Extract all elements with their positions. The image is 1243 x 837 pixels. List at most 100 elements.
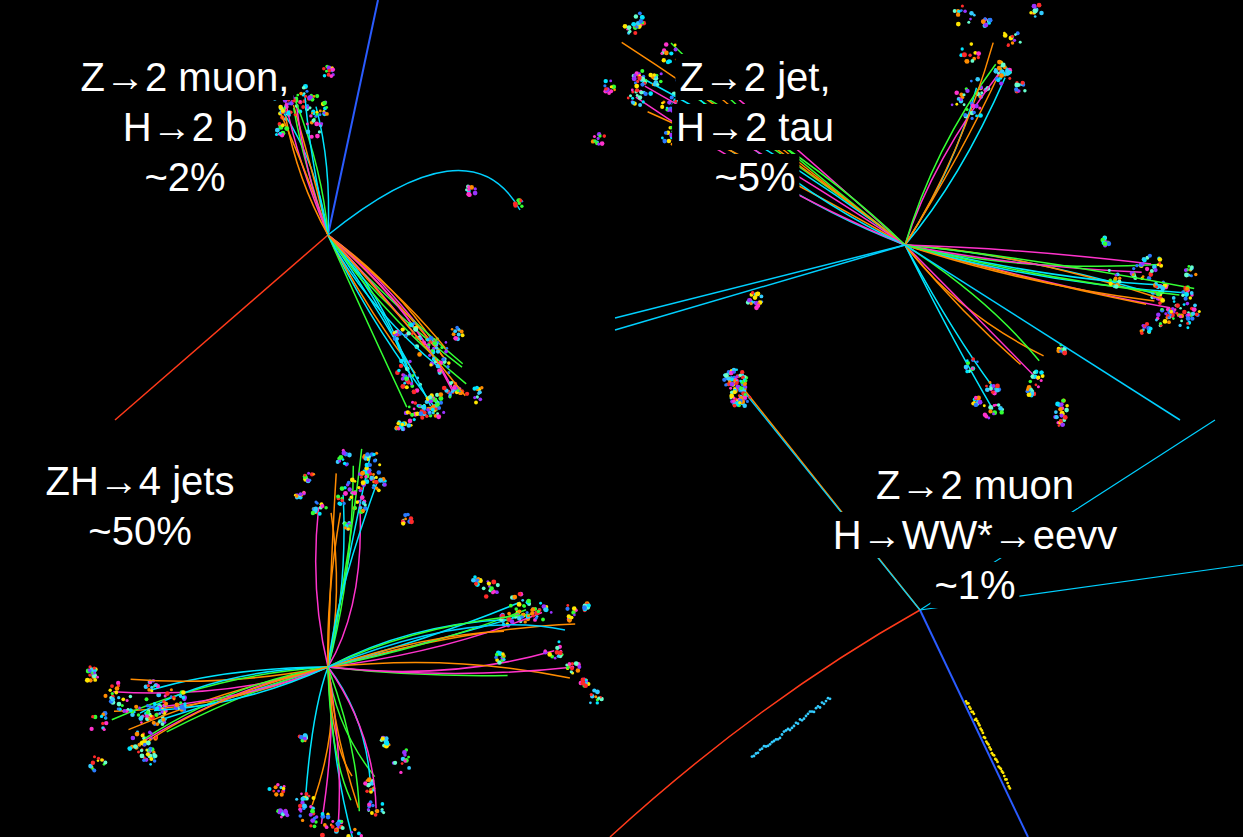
calorimeter-hit — [733, 390, 736, 393]
calorimeter-hit — [733, 376, 736, 379]
calorimeter-hit — [1173, 300, 1176, 303]
calorimeter-hit — [309, 95, 313, 99]
charged-track — [328, 625, 565, 667]
calorimeter-hit — [295, 798, 298, 801]
calorimeter-hit — [360, 495, 365, 500]
calorimeter-hit — [86, 669, 91, 674]
calorimeter-hit — [280, 816, 283, 819]
calorimeter-hit — [674, 47, 678, 51]
calorimeter-hit — [403, 759, 407, 763]
calorimeter-hit — [956, 22, 961, 27]
calorimeter-hit — [117, 696, 120, 699]
calorimeter-hit — [507, 612, 511, 616]
calorimeter-hit — [1143, 258, 1147, 262]
calorimeter-hit — [1170, 310, 1173, 313]
calorimeter-hit — [544, 649, 547, 652]
calorimeter-hit — [1117, 279, 1121, 283]
calorimeter-hit — [302, 492, 305, 495]
calorimeter-hit — [342, 451, 347, 456]
calorimeter-hit — [749, 302, 752, 305]
calorimeter-hit — [313, 817, 316, 820]
calorimeter-hit — [1034, 15, 1037, 18]
calorimeter-hit — [503, 658, 506, 661]
calorimeter-hit — [631, 97, 634, 100]
calorimeter-hit — [403, 373, 406, 376]
calorimeter-hit — [303, 737, 307, 741]
calorimeter-hit — [965, 370, 969, 374]
calorimeter-hit — [408, 406, 411, 409]
calorimeter-hit — [732, 371, 735, 374]
calorimeter-hit — [643, 92, 647, 96]
calorimeter-hit — [1157, 264, 1160, 267]
calorimeter-hit — [978, 400, 983, 405]
calorimeter-hit — [104, 721, 108, 725]
calorimeter-hit — [634, 84, 639, 89]
calorimeter-hit — [1186, 302, 1190, 306]
calorimeter-hit — [985, 387, 990, 392]
calorimeter-hit — [360, 471, 365, 476]
calorimeter-hit — [995, 77, 999, 81]
calorimeter-hit — [970, 367, 974, 371]
calorimeter-hit — [664, 131, 668, 135]
calorimeter-hit — [638, 11, 642, 15]
calorimeter-hit — [733, 379, 736, 382]
calorimeter-hit — [1103, 242, 1108, 247]
calorimeter-hit — [993, 404, 996, 407]
calorimeter-hit — [319, 109, 322, 112]
calorimeter-hit — [1055, 402, 1060, 407]
calorimeter-hit — [143, 743, 146, 746]
calorimeter-hit — [154, 736, 157, 739]
charged-track — [905, 245, 1187, 293]
calorimeter-hit — [1186, 326, 1189, 329]
calorimeter-hit — [730, 382, 735, 387]
calorimeter-hit — [543, 607, 547, 611]
charged-track — [905, 245, 1039, 361]
calorimeter-hit — [1033, 9, 1038, 14]
calorimeter-hit — [1039, 370, 1043, 374]
calorimeter-hit — [988, 409, 992, 413]
calorimeter-hit — [735, 375, 738, 378]
calorimeter-hit — [961, 47, 964, 50]
calorimeter-hit — [999, 81, 1003, 85]
calorimeter-hit — [539, 602, 542, 605]
charged-track — [305, 667, 328, 800]
calorimeter-hit — [164, 702, 168, 706]
calorimeter-hit — [322, 101, 326, 105]
calorimeter-hit — [999, 410, 1003, 414]
calorimeter-hit — [104, 716, 107, 719]
calorimeter-hit — [93, 672, 96, 675]
calorimeter-hit — [381, 737, 385, 741]
calorimeter-hit — [430, 362, 434, 366]
calorimeter-hit — [478, 390, 482, 394]
calorimeter-hit — [1058, 407, 1063, 412]
calorimeter-hit — [747, 298, 751, 302]
calorimeter-hit — [956, 9, 960, 13]
calorimeter-hit — [425, 337, 429, 341]
calorimeter-hit — [142, 758, 146, 762]
calorimeter-hit — [585, 679, 588, 682]
muon-track — [615, 245, 905, 330]
calorimeter-hit — [383, 483, 387, 487]
calorimeter-hit — [957, 97, 960, 100]
calorimeter-hit — [378, 478, 383, 483]
calorimeter-hit — [1189, 267, 1193, 271]
calorimeter-hit — [301, 105, 305, 109]
calorimeter-hit — [89, 727, 93, 731]
calorimeter-hit — [627, 25, 632, 30]
calorimeter-hit — [667, 59, 671, 63]
calorimeter-hit — [1193, 303, 1197, 307]
calorimeter-hit — [457, 333, 461, 337]
calorimeter-hit — [280, 793, 284, 797]
calorimeter-hit — [1037, 3, 1042, 8]
calorimeter-hit — [577, 665, 581, 669]
calorimeter-hit — [160, 710, 163, 713]
calorimeter-hit — [305, 90, 308, 93]
calorimeter-hit — [754, 305, 759, 310]
calorimeter-hit — [634, 14, 638, 18]
charged-track — [328, 473, 336, 667]
calorimeter-hit — [338, 459, 341, 462]
calorimeter-hit — [966, 359, 969, 362]
calorimeter-hit — [367, 808, 370, 811]
calorimeter-hit — [150, 689, 153, 692]
charged-track — [905, 245, 1194, 289]
